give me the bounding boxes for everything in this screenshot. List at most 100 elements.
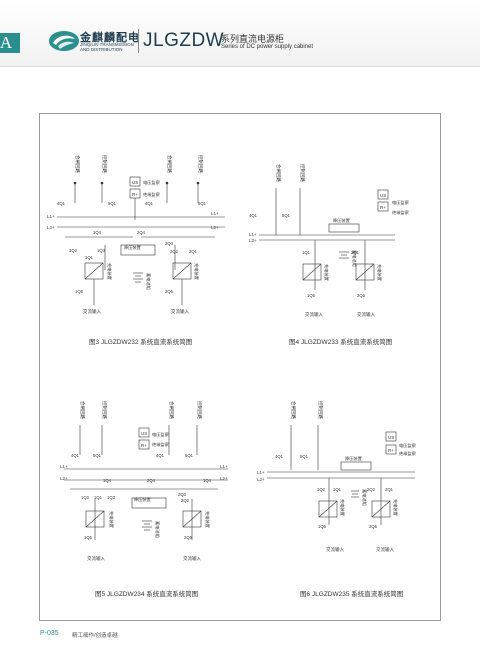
1q1-label: 1Q1 [302, 250, 311, 255]
control-circuit-label: 控制回路 [101, 401, 108, 419]
charger-label: 充电装置 [392, 499, 399, 516]
feeder-drops [73, 181, 200, 203]
l2-label: L2+ [220, 476, 228, 481]
1q5-label: 1Q5 [307, 293, 316, 298]
rplus-label: R+ [380, 205, 386, 210]
1q4-label: 1Q4 [93, 230, 102, 235]
us-label: US [132, 180, 138, 185]
voltage-monitor-label: 电压监察 [399, 442, 417, 449]
voltage-monitor-label: 电压监察 [392, 199, 410, 206]
2q2-label: 2Q2 [181, 498, 190, 503]
charger-label: 充电装置 [376, 264, 383, 281]
dropper-label: 降压装置 [134, 496, 151, 503]
closing-circuit-label: 合闸回路 [79, 401, 86, 419]
1q5-label: 1Q5 [318, 524, 327, 529]
2q5-label: 2Q5 [165, 289, 174, 294]
closing-circuit-label: 合闸回路 [275, 164, 282, 182]
closing-circuit-label: 合闸回路 [168, 401, 175, 419]
charger-label: 充电装置 [106, 263, 113, 280]
5q1-label: 5Q1 [198, 201, 207, 206]
control-circuit-label: 控制回路 [299, 164, 306, 182]
2q1-label: 2Q1 [189, 249, 198, 254]
1q1-label: 1Q1 [94, 495, 103, 500]
battery-label: 蓄电池组 [351, 250, 358, 267]
insulation-monitor-label: 绝缘监察 [143, 191, 161, 197]
section-letter: A [0, 33, 13, 52]
2q2-label: 2Q2 [367, 487, 376, 492]
insulation-monitor-label: 绝缘监察 [152, 441, 170, 447]
l1-label: L1+ [211, 211, 219, 216]
1q2-label: 1Q2 [69, 248, 78, 253]
insulation-monitor-label: 绝缘监察 [392, 209, 410, 215]
rplus-label: R+ [132, 192, 138, 197]
2q5-label: 2Q5 [184, 535, 193, 540]
ac-input-label: 交流输入 [83, 308, 101, 315]
ac-input-label: 交流输入 [87, 555, 105, 562]
ac-input-label: 交流输入 [357, 311, 375, 318]
l1-label: L1+ [257, 470, 265, 475]
page-header: A 金麒麟配电 JINQILIN TRANSMISSION AND DISTRI… [0, 0, 480, 66]
1q3-label: 1Q3 [107, 495, 116, 500]
1q1-label: 1Q1 [333, 487, 342, 492]
2q3-label: 2Q3 [165, 241, 174, 246]
l1-label: L1+ [249, 232, 257, 237]
figure-5-caption: 图5 JLGZDW234 系统直流系统简图 [95, 591, 199, 598]
battery-label: 蓄电池组 [361, 489, 368, 506]
charger-label: 充电装置 [108, 511, 115, 528]
1q4-label: 1Q4 [203, 478, 212, 483]
voltage-monitor-label: 电压监察 [152, 431, 170, 438]
control-circuit-label: 控制回路 [101, 155, 108, 173]
l1-label: L1+ [60, 464, 68, 469]
series-title-en: Series of DC power supply cabinet [221, 44, 314, 50]
ac-input-label: 交流输入 [183, 555, 201, 562]
model-title: JLGZDW [143, 30, 225, 51]
1q4-label: 1Q4 [103, 478, 112, 483]
charger-label: 充电装置 [193, 263, 200, 280]
figure-5-diagram: 合闸回路 控制回路 合闸回路 控制回路 US R+ 电压监察 绝缘监察 4Q1 … [60, 401, 228, 562]
1q2-label: 1Q2 [317, 487, 326, 492]
us-label: US [141, 431, 147, 436]
l2-label: L2+ [47, 225, 55, 230]
1q5-label: 1Q5 [84, 535, 93, 540]
control-circuit-label: 控制回路 [196, 401, 203, 419]
2q2-label: 2Q2 [170, 249, 179, 254]
battery-label: 蓄电池组 [154, 521, 161, 538]
page-number: P-035 [40, 630, 59, 637]
figure-6-diagram: 合闸回路 控制回路 US R+ 电压监察 绝缘监察 4Q1 5Q1 降压装置 L… [257, 401, 417, 553]
5q1-label: 5Q1 [185, 453, 194, 458]
header-rule [0, 66, 480, 67]
2q5-label: 2Q5 [357, 293, 366, 298]
figure-6-caption: 图6 JLGZDW235 系统直流系统简图 [300, 591, 404, 598]
l2-label: L2+ [249, 238, 257, 243]
rplus-label: R+ [141, 443, 147, 448]
us-label: US [380, 193, 386, 198]
dropper-label: 降压装置 [124, 244, 141, 251]
1q5-label: 1Q5 [75, 289, 84, 294]
company-name-cn: 金麒麟配电 [80, 32, 140, 44]
closing-circuit-label: 合闸回路 [74, 155, 81, 173]
charger-label: 充电装置 [339, 499, 346, 516]
l2-label: L2+ [257, 477, 265, 482]
section-badge: A [0, 33, 20, 53]
ac-input-label: 交流输入 [376, 546, 394, 553]
dropper-label: 降压装置 [333, 217, 350, 224]
closing-circuit-label: 合闸回路 [290, 401, 297, 419]
4q1-label: 4Q1 [145, 201, 154, 206]
1q1-label: 1Q1 [85, 255, 94, 260]
rplus-label: R+ [388, 448, 394, 453]
l2-label: L2+ [211, 225, 219, 230]
figure-frame [39, 113, 441, 621]
4q1-label: 4Q1 [156, 453, 165, 458]
company-logo-icon [49, 31, 79, 51]
4q1-label: 4Q1 [275, 454, 284, 459]
4q1-label: 4Q1 [249, 213, 258, 218]
2q3-label: 2Q3 [178, 492, 187, 497]
l1-label: L1+ [47, 214, 55, 219]
charger-label: 充电装置 [204, 511, 211, 528]
figure-4-caption: 图4 JLGZDW233 系统直流系统简图 [289, 339, 393, 346]
5q1-label: 5Q1 [300, 454, 309, 459]
5q1-label: 5Q1 [93, 453, 102, 458]
2q4-label: 2Q4 [137, 230, 146, 235]
1q2-label: 1Q2 [81, 495, 90, 500]
l2-label: L2+ [60, 476, 68, 481]
